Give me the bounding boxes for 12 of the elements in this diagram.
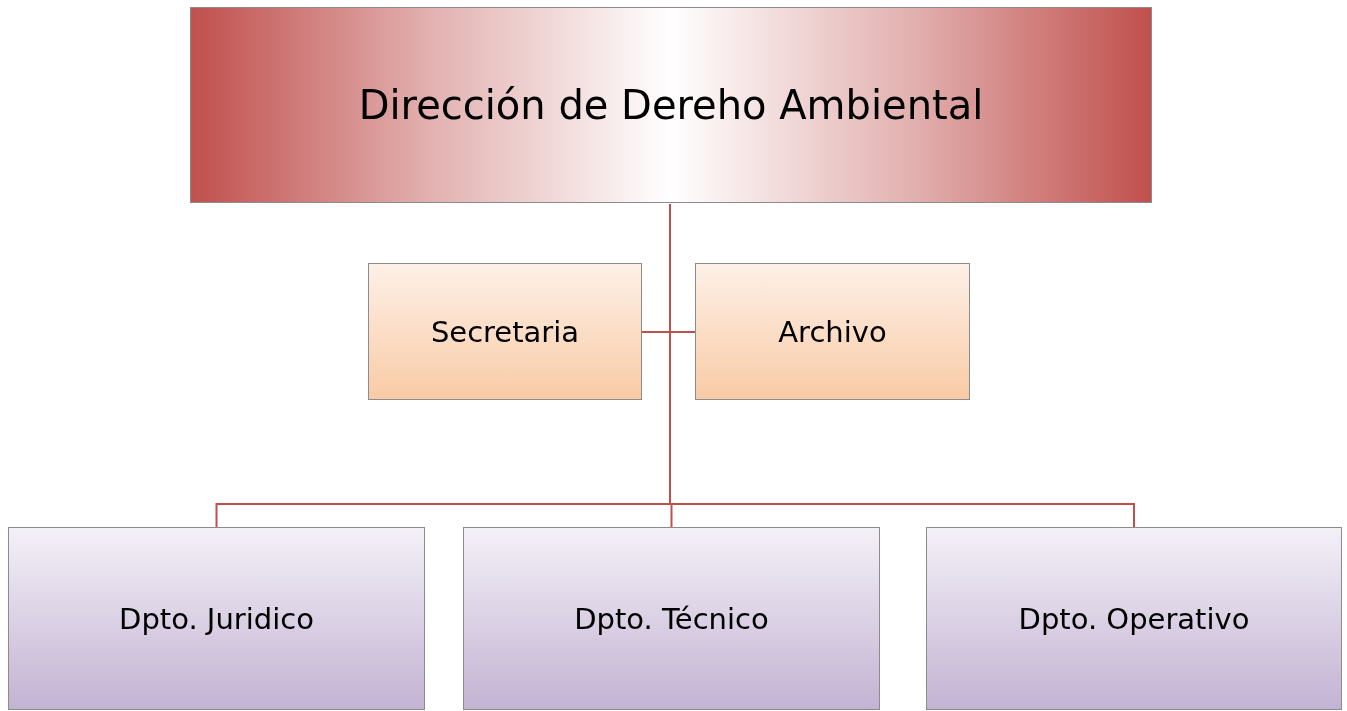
node-label: Dpto. Juridico [119, 601, 314, 636]
node-label: Dirección de Dereho Ambiental [358, 82, 984, 128]
department-box [463, 527, 880, 710]
assistant-box [368, 263, 642, 400]
node-label: Dpto. Técnico [574, 601, 769, 636]
node-label: Archivo [778, 314, 887, 349]
title-box [190, 7, 1152, 203]
department-box [8, 527, 425, 710]
node-label: Secretaria [430, 314, 580, 349]
node-label: Dpto. Operativo [1018, 601, 1250, 636]
assistant-box [695, 263, 970, 400]
department-box [926, 527, 1342, 710]
